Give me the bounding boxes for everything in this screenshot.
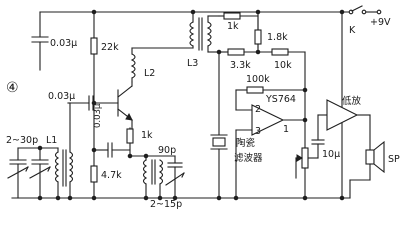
coil-l2-label: L2 bbox=[144, 68, 155, 79]
volume-potentiometer bbox=[295, 119, 309, 199]
transformer-l3-label: L3 bbox=[187, 58, 198, 69]
capacitor-top-left-label: 0.03μ bbox=[50, 38, 77, 49]
capacitor-base-label: 0.03μ bbox=[48, 91, 75, 102]
trimmer-2-15p-label: 2~15p bbox=[150, 199, 182, 209]
amplifier-label: 低放 bbox=[342, 95, 362, 107]
junction-dots bbox=[37, 9, 345, 201]
resistor-22k bbox=[90, 11, 98, 167]
supply-label: +9V bbox=[370, 17, 391, 28]
capacitor-10u bbox=[307, 114, 325, 159]
ceramic-filter bbox=[210, 51, 228, 199]
resistor-4-7k bbox=[90, 165, 98, 199]
resistor-3-3k-label: 3.3k bbox=[230, 60, 251, 71]
capacitor-90p-label: 90p bbox=[158, 145, 176, 156]
filter-label-2: 滤波器 bbox=[234, 152, 263, 164]
input-tank bbox=[7, 102, 74, 199]
capacitor-emitter-label: 0.03μ bbox=[93, 103, 103, 128]
speaker-label: SP bbox=[388, 154, 400, 165]
figure-index: ④ bbox=[6, 80, 19, 96]
resistor-1k-emitter-label: 1k bbox=[141, 130, 153, 141]
trimmer-2-30p-label: 2~30p bbox=[6, 135, 38, 146]
opamp-ys764 bbox=[235, 104, 306, 199]
resistor-22k-label: 22k bbox=[101, 42, 119, 53]
resistor-10k-label: 10k bbox=[274, 60, 292, 71]
emitter-tank bbox=[129, 155, 185, 199]
power-switch bbox=[348, 5, 367, 15]
opamp-pin3: 3 bbox=[255, 126, 261, 137]
resistor-1k-top-label: 1k bbox=[227, 21, 239, 32]
opamp-pin2: 2 bbox=[255, 104, 261, 115]
capacitor-top-left bbox=[31, 11, 49, 71]
capacitor-10u-label: 10μ bbox=[322, 149, 340, 160]
opamp-pin1: 1 bbox=[283, 124, 289, 135]
switch-label: K bbox=[349, 25, 356, 36]
opamp-label: YS764 bbox=[265, 94, 296, 105]
resistor-100k bbox=[235, 86, 306, 111]
resistor-1-8k-label: 1.8k bbox=[267, 32, 288, 43]
resistor-4-7k-label: 4.7k bbox=[101, 170, 122, 181]
audio-amplifier bbox=[317, 11, 371, 199]
speaker-icon bbox=[349, 140, 385, 199]
transformer-l3 bbox=[189, 11, 220, 53]
circuit-diagram: K +9V ④ 0.03μ 22k 4.7k 0.03μ 0.03μ bbox=[6, 5, 400, 209]
resistor-1k-emitter bbox=[126, 127, 134, 157]
resistor-3-3k bbox=[218, 48, 273, 56]
resistor-10k bbox=[271, 48, 306, 121]
transistor bbox=[117, 81, 133, 129]
top-supply-rail bbox=[39, 9, 382, 15]
resistor-1-8k bbox=[254, 15, 262, 53]
filter-label-1: 陶瓷 bbox=[236, 137, 256, 149]
capacitor-emitter bbox=[93, 142, 131, 158]
coil-l1-label: L1 bbox=[46, 135, 57, 146]
coil-l2 bbox=[130, 47, 194, 83]
resistor-100k-label: 100k bbox=[246, 74, 270, 85]
